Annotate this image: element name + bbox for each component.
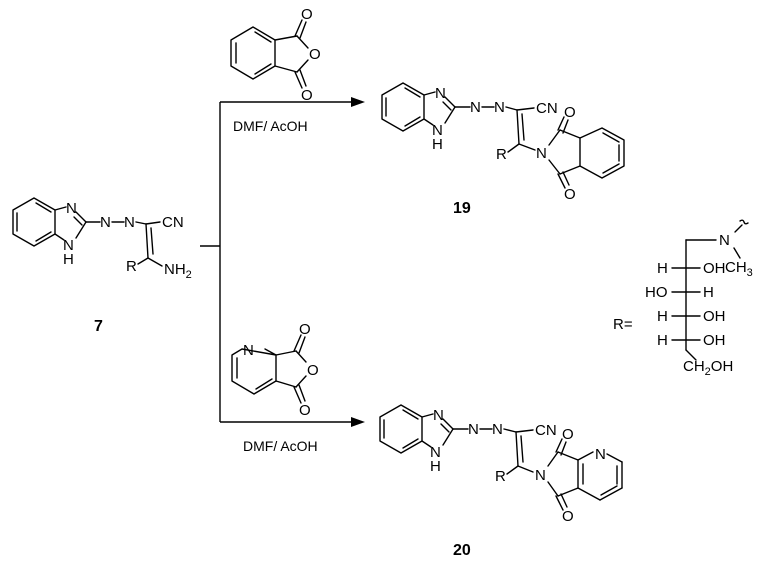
- product-19-structure: [381, 82, 625, 189]
- methyl-label: CH3: [725, 259, 753, 279]
- compound-7-atoms: N N H N N CN R NH2: [63, 200, 192, 281]
- nitrile-label: CN: [536, 100, 558, 117]
- compound-number-19: 19: [453, 200, 471, 217]
- phthalic-anhydride-structure: [230, 19, 309, 89]
- atom-label: O: [564, 186, 576, 203]
- pyridine-anhydride-atoms: N O O O: [243, 321, 319, 419]
- r-group-label: R: [495, 468, 506, 485]
- pyridine-anhydride-structure: [231, 334, 307, 404]
- atom-label: O: [309, 46, 321, 63]
- atom-label: H: [703, 284, 714, 301]
- product-20-atoms: N N H N N CN R N O N O: [430, 407, 606, 525]
- hydroxyl-label: OH: [703, 308, 726, 325]
- product-20-structure: [379, 404, 623, 511]
- atom-label: N: [719, 232, 730, 249]
- atom-label: N: [595, 446, 606, 463]
- r-group-label: R: [126, 258, 137, 275]
- atom-label: H: [657, 332, 668, 349]
- atom-label: N: [435, 85, 446, 102]
- reaction-arrows: [200, 97, 365, 427]
- r-group-structure: [671, 219, 749, 361]
- atom-label: N: [468, 421, 479, 438]
- r-group-definition-label: R=: [613, 316, 633, 333]
- atom-label: O: [301, 87, 313, 104]
- atom-label: N: [66, 200, 77, 217]
- atom-label: N: [536, 145, 547, 162]
- atom-label: H: [657, 308, 668, 325]
- atom-label: O: [307, 362, 319, 379]
- nitrile-label: CN: [535, 422, 557, 439]
- atom-label: H: [430, 458, 441, 475]
- condition-bottom: DMF/ AcOH: [243, 438, 318, 454]
- compound-number-7: 7: [94, 318, 103, 335]
- nitrile-label: CN: [162, 214, 184, 231]
- atom-label: N: [535, 467, 546, 484]
- atom-label: O: [301, 6, 313, 23]
- compound-7-structure: [12, 197, 163, 267]
- hydroxyl-label: HO: [645, 284, 668, 301]
- hydroxyl-label: OH: [703, 260, 726, 277]
- amino-label: NH2: [164, 261, 192, 281]
- atom-label: O: [562, 508, 574, 525]
- atom-label: N: [494, 99, 505, 116]
- atom-label: N: [124, 214, 135, 231]
- atom-label: O: [299, 321, 311, 338]
- atom-label: N: [492, 421, 503, 438]
- product-19-atoms: N N H N N CN R N O O: [432, 85, 576, 203]
- r-group-label: R: [496, 146, 507, 163]
- hydroxymethyl-label: CH2OH: [683, 358, 733, 378]
- atom-label: N: [432, 122, 443, 139]
- atom-label: N: [63, 237, 74, 254]
- atom-label: N: [243, 342, 254, 359]
- atom-label: N: [100, 214, 111, 231]
- condition-top: DMF/ AcOH: [233, 118, 308, 134]
- atom-label: O: [299, 402, 311, 419]
- atom-label: N: [470, 99, 481, 116]
- compound-number-20: 20: [453, 542, 471, 559]
- atom-label: N: [430, 444, 441, 461]
- atom-label: H: [432, 136, 443, 153]
- atom-label: H: [63, 251, 74, 268]
- atom-label: O: [564, 104, 576, 121]
- atom-label: H: [657, 260, 668, 277]
- phthalic-anhydride-atoms: O O O: [301, 6, 321, 104]
- atom-label: N: [433, 407, 444, 424]
- atom-label: O: [562, 426, 574, 443]
- r-group-atoms: N CH3 H OH HO H H OH H OH CH2OH: [645, 232, 753, 378]
- hydroxyl-label: OH: [703, 332, 726, 349]
